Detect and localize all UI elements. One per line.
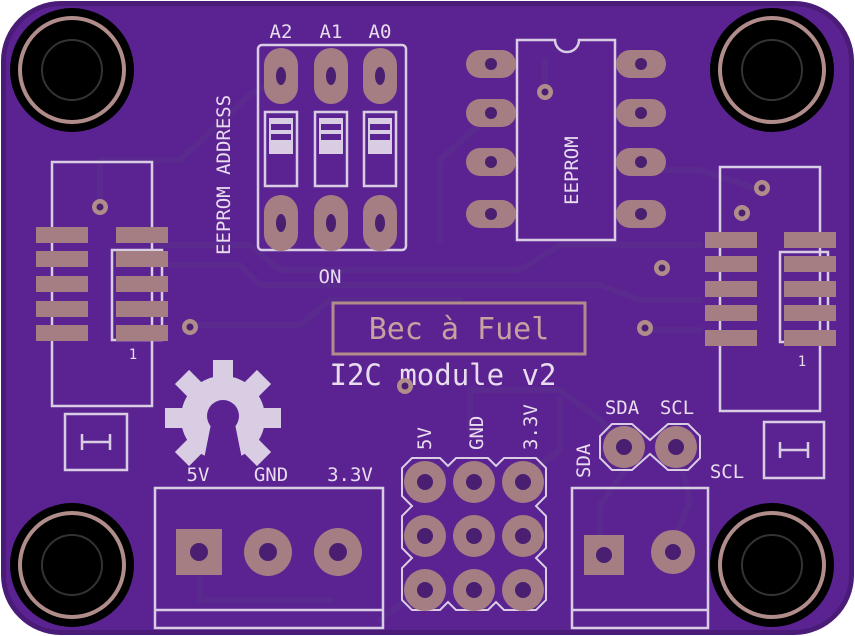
board-subtitle: I2C module v2 [330,358,557,392]
eeprom-address-section: EEPROM ADDRESS A2 A1 A0 [213,21,408,288]
dip-switches [263,110,398,188]
i2c-terminal-label-scl: SCL [710,461,744,483]
power-label-gnd: GND [254,464,288,486]
left-connector-pin1: 1 [129,347,137,363]
open-hardware-logo-icon [165,360,281,467]
header-3x3: 5V GND 3.3V [401,404,547,611]
jumper-label-a0: A0 [369,21,392,43]
jumper-label-a2: A2 [270,21,293,43]
eeprom-pads-right [616,50,666,228]
power-label-3v3: 3.3V [327,464,373,486]
jumper-on-label: ON [319,266,342,288]
eeprom-address-label: EEPROM ADDRESS [213,95,235,255]
eeprom-pads-left [466,50,516,228]
i2c-pad-label-scl: SCL [660,397,694,419]
vias [92,84,770,394]
right-connector: 1 [705,165,836,480]
title-block: Bec à Fuel I2C module v2 [330,301,587,392]
header-outlines [401,457,547,611]
mounting-hole-top-left [10,8,134,132]
mounting-hole-top-right [710,8,834,132]
header-label-gnd: GND [466,416,488,450]
i2c-terminal: SDA SCL [570,443,744,630]
board-title: Bec à Fuel [369,312,550,347]
i2c-terminal-label-sda: SDA [573,443,595,478]
i2c-pads: SDA SCL [599,397,701,471]
header-label-3v3: 3.3V [520,404,542,450]
jumper-label-a1: A1 [320,21,343,43]
jumper-pads-bottom [264,195,397,251]
eeprom-chip-label: EEPROM [561,136,583,205]
mounting-hole-bottom-right [710,503,834,627]
left-connector-polarity-box [63,412,129,472]
i2c-pad-label-sda: SDA [605,397,640,419]
left-connector-pads [36,227,168,341]
left-connector: 1 [36,160,168,472]
mounting-holes [10,8,834,627]
header-label-5v: 5V [414,427,436,450]
jumper-pads-top [264,48,397,104]
right-connector-pin1: 1 [798,354,806,370]
header-pins [404,461,544,611]
title-box [331,301,587,356]
mounting-hole-bottom-left [10,503,134,627]
right-connector-pads [705,232,836,346]
power-label-5v: 5V [187,464,210,486]
power-terminal: 5V GND 3.3V [153,464,385,630]
eeprom-chip: EEPROM [466,38,666,242]
right-connector-polarity-box [762,420,826,480]
